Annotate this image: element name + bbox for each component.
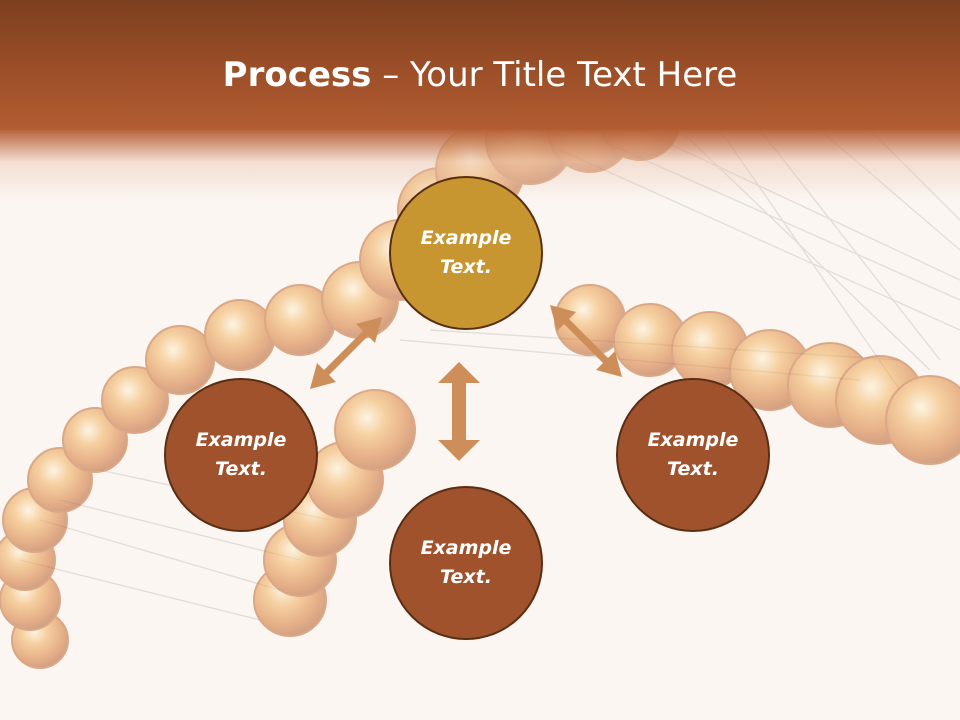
helix-bead bbox=[145, 325, 215, 395]
title-rest: Your Title Text Here bbox=[410, 55, 738, 95]
node-left-line1: Example bbox=[195, 429, 287, 451]
node-left-line2: Text. bbox=[215, 458, 267, 480]
helix-bead bbox=[334, 389, 416, 471]
node-bottom-line1: Example bbox=[420, 537, 512, 559]
process-node-right: Example Text. bbox=[616, 378, 770, 532]
helix-bead bbox=[101, 366, 169, 434]
process-node-left: Example Text. bbox=[164, 378, 318, 532]
node-right-line2: Text. bbox=[667, 458, 719, 480]
node-right-line1: Example bbox=[647, 429, 739, 451]
title-dash: – bbox=[371, 55, 411, 95]
helix-bead bbox=[885, 375, 960, 465]
process-node-center: Example Text. bbox=[389, 176, 543, 330]
slide-title: Process – Your Title Text Here bbox=[0, 54, 960, 96]
process-node-bottom: Example Text. bbox=[389, 486, 543, 640]
node-bottom-line2: Text. bbox=[440, 566, 492, 588]
title-band bbox=[0, 0, 960, 130]
node-center-line2: Text. bbox=[440, 256, 492, 278]
arrow-center-left bbox=[310, 317, 382, 389]
title-bold: Process bbox=[222, 55, 372, 95]
node-center-line1: Example bbox=[420, 227, 512, 249]
arrow-center-right bbox=[550, 305, 622, 377]
arrow-center-bottom bbox=[438, 362, 480, 461]
